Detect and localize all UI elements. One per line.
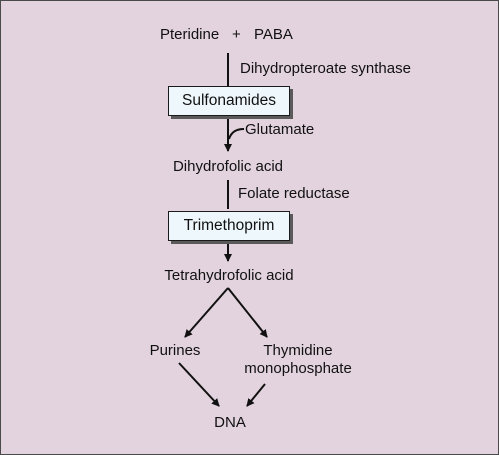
pteridine-label: Pteridine [160,26,220,43]
dna-label: DNA [214,414,246,431]
arrow-to-purines [184,287,229,338]
enzyme-dihydropteroate-synthase: Dihydropteroate synthase [240,60,411,77]
thymidine-line1: Thymidine [263,342,333,359]
trimethoprim-inhibitor-box: Trimethoprim [168,211,290,241]
dihydrofolic-acid-label: Dihydrofolic acid [172,158,284,175]
enzyme-folate-reductase: Folate reductase [238,185,350,202]
tetrahydrofolic-acid-label: Tetrahydrofolic acid [164,267,294,284]
arrow-to-thymidine [227,287,268,338]
thymidine-line2: monophosphate [244,360,352,377]
sulfonamides-inhibitor-box: Sulfonamides [168,86,290,116]
arrow-thymidine-to-dna [246,383,266,407]
plus-sign: + [232,26,241,43]
arrow-purines-to-dna [178,362,220,407]
trimethoprim-label: Trimethoprim [183,217,275,234]
glutamate-input-curve [228,128,245,140]
purines-label: Purines [149,342,201,359]
glutamate-label: Glutamate [245,121,315,138]
paba-label: PABA [254,26,293,43]
sulfonamides-label: Sulfonamides [182,92,276,109]
thymidine-monophosphate-label: Thymidine monophosphate [244,342,352,378]
